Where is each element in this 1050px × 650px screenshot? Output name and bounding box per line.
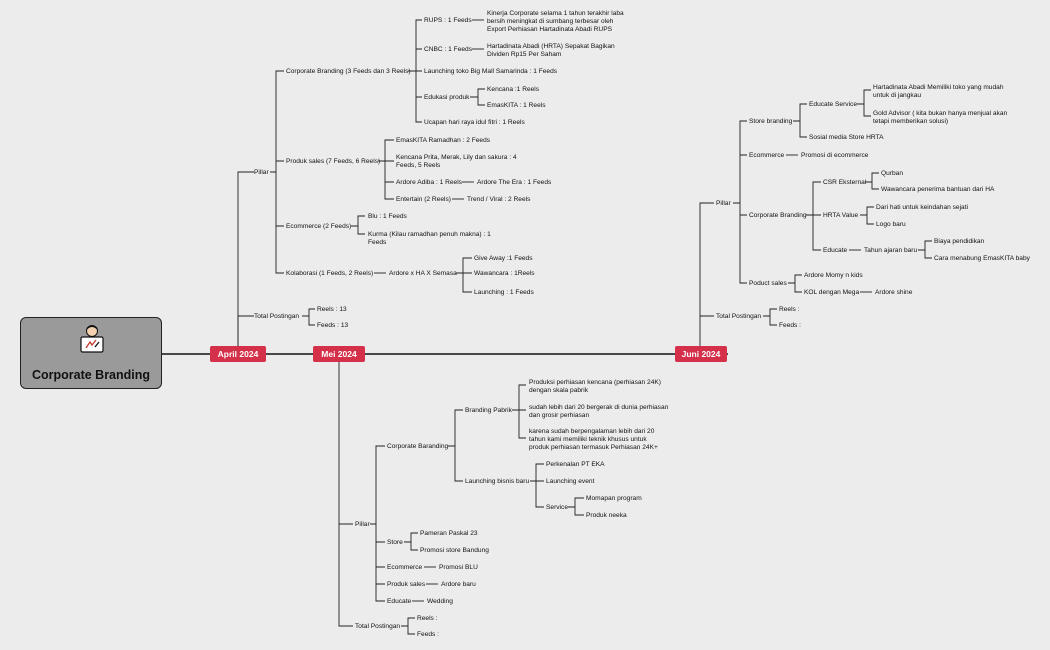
month-badge-juni: Juni 2024 xyxy=(675,346,727,362)
april-kencana-prita: Kencana Prita, Merak, Lily dan sakura : … xyxy=(396,154,518,169)
mei-total-postingan: Total Postingan xyxy=(355,623,400,630)
juni-wawancara-penerima: Wawancara penerima bantuan dari HA xyxy=(881,186,995,193)
april-corporate-branding: Corporate Branding (3 Feeds dan 3 Reels) xyxy=(286,68,411,75)
juni-momy-kids: Ardore Momy n kids xyxy=(804,272,863,279)
april-ardore-adiba: Ardore Adiba : 1 Reels xyxy=(396,179,463,186)
juni-total-postingan: Total Postingan xyxy=(716,313,761,320)
juni-kol-mega: KOL dengan Mega xyxy=(804,289,859,296)
mei-launching-event: Launching event xyxy=(546,478,595,485)
april-ardore-ha-semasa: Ardore x HA X Semasa xyxy=(389,270,457,277)
april-launching-feeds: Launching : 1 Feeds xyxy=(474,289,534,296)
mei-produk-sales: Produk sales xyxy=(387,581,426,588)
april-pillar: Pillar xyxy=(254,169,269,176)
root-node: Corporate Branding xyxy=(20,317,162,389)
april-entertain: Entertain (2 Reels) xyxy=(396,196,451,203)
juni-ardore-shine: Ardore shine xyxy=(875,289,913,296)
juni-es-gold-advisor: Gold Advisor ( kita bukan hanya menjual … xyxy=(873,110,1009,125)
mei-pabrik-produksi: Produksi perhiasan kencana (perhiasan 24… xyxy=(529,379,663,394)
mei-pabrik-pengalaman: sudah lebih dari 20 bergerak di dunia pe… xyxy=(529,404,670,419)
juni-dari-hati: Dari hati untuk keindahan sejati xyxy=(876,204,969,211)
root-title: Corporate Branding xyxy=(31,368,151,382)
mei-corporate-baranding: Corporate Baranding xyxy=(387,443,449,450)
juni-es-mudah-dijangkau: Hartadinata Abadi Memiliki toko yang mud… xyxy=(873,84,1005,99)
april-kencana: Kencana :1 Reels xyxy=(487,86,540,93)
mei-educate: Educate xyxy=(387,598,412,605)
april-ucapan: Ucapan hari raya idul fitri : 1 Reels xyxy=(424,119,525,126)
juni-promosi-ecommerce: Promosi di ecommerce xyxy=(801,152,869,159)
april-trend-viral: Trend / Viral : 2 Reels xyxy=(467,196,531,203)
april-total-postingan: Total Postingan xyxy=(254,313,299,320)
april-give-away: Give Away :1 Feeds xyxy=(474,255,533,262)
juni-poduct-sales: Poduct sales xyxy=(749,280,787,287)
juni-corporate-branding: Corporate Branding xyxy=(749,212,807,219)
april-emaskita-ramadhan: EmasKITA Ramadhan : 2 Feeds xyxy=(396,137,491,144)
mei-produk-neeka: Produk neeka xyxy=(586,512,627,519)
mei-launching-bisnis: Launching bisnis baru xyxy=(465,478,529,485)
mei-service: Service xyxy=(546,504,568,511)
mei-ecommerce: Ecommerce xyxy=(387,564,423,571)
month-badge-april: April 2024 xyxy=(210,346,266,362)
juni-cara-menabung: Cara menabung EmasKITA baby xyxy=(934,255,1031,262)
april-kurma: Kurma (Kilau ramadhan penuh makna) : 1 F… xyxy=(368,231,493,246)
april-produk-sales: Produk sales (7 Feeds, 6 Reels) xyxy=(286,158,380,165)
mei-promosi-blu: Promosi BLU xyxy=(439,564,478,571)
april-launching-toko: Launching toko Big Mall Samarinda : 1 Fe… xyxy=(424,68,558,75)
mei-momapan-program: Momapan program xyxy=(586,495,642,502)
juni-reels: Reels : xyxy=(779,306,800,313)
juni-csr-eksternal: CSR Eksternal xyxy=(823,179,867,186)
juni-ecommerce: Ecommerce xyxy=(749,152,785,159)
juni-hrta-value: HRTA Value xyxy=(823,212,859,219)
mei-feeds: Feeds : xyxy=(417,631,439,638)
april-kolaborasi: Kolaborasi (1 Feeds, 2 Reels) xyxy=(286,270,373,277)
juni-educate: Educate xyxy=(823,247,848,254)
april-wawancara: Wawancara : 1Reels xyxy=(474,270,535,277)
juni-pillar: Pillar xyxy=(716,200,731,207)
mei-perkenalan-eka: Perkenalan PT EKA xyxy=(546,461,605,468)
juni-sosial-media: Sosial media Store HRTA xyxy=(809,134,884,141)
mei-branding-pabrik: Branding Pabrik xyxy=(465,407,513,414)
mei-store: Store xyxy=(387,539,403,546)
juni-biaya-pendidikan: Biaya pendidikan xyxy=(934,238,985,245)
mei-pabrik-teknik: karena sudah berpengalaman lebih dari 20… xyxy=(529,428,658,451)
person-presentation-icon xyxy=(80,325,104,353)
april-ecommerce: Ecommerce (2 Feeds) xyxy=(286,223,351,230)
mei-pameran-paskal: Pameran Paskal 23 xyxy=(420,530,478,537)
mei-ardore-baru: Ardore baru xyxy=(441,581,476,588)
juni-feeds: Feeds : xyxy=(779,322,801,329)
april-emaskita: EmasKITA : 1 Reels xyxy=(487,102,546,109)
juni-logo-baru: Logo baru xyxy=(876,221,906,228)
april-cnbc-detail: Hartadinata Abadi (HRTA) Sepakat Bagikan… xyxy=(487,43,617,58)
mei-promosi-store-bandung: Promosi store Bandung xyxy=(420,547,489,554)
mei-wedding: Wedding xyxy=(427,598,453,605)
month-badge-mei: Mei 2024 xyxy=(313,346,365,362)
mei-pillar: Pillar xyxy=(355,521,370,528)
juni-tahun-ajaran: Tahun ajaran baru xyxy=(864,247,917,254)
april-rups: RUPS : 1 Feeds xyxy=(424,17,472,24)
juni-educate-service: Educate Service xyxy=(809,101,857,108)
april-blu: Blu : 1 Feeds xyxy=(368,213,408,220)
juni-qurban: Qurban xyxy=(881,170,903,177)
mei-reels: Reels : xyxy=(417,615,438,622)
juni-store-branding: Store branding xyxy=(749,118,793,125)
april-edukasi-produk: Edukasi produk xyxy=(424,94,470,101)
april-ardore-the-era: Ardore The Era : 1 Feeds xyxy=(477,179,552,186)
april-rups-detail: Kinerja Corporate selama 1 tahun terakhi… xyxy=(487,10,626,33)
april-cnbc: CNBC : 1 Feeds xyxy=(424,46,473,53)
april-feeds: Feeds : 13 xyxy=(317,322,348,329)
april-reels: Reels : 13 xyxy=(317,306,347,313)
